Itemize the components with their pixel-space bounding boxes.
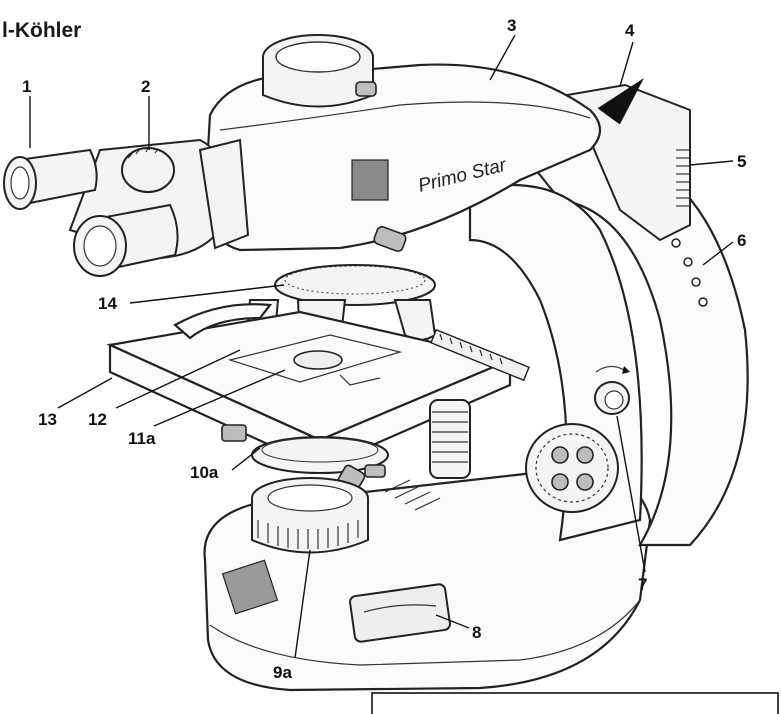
lamp-window [349, 583, 451, 643]
callout-10a: 10a [190, 463, 219, 482]
callout-9a: 9a [273, 663, 292, 682]
callout-11a: 11a [128, 429, 156, 448]
base-vents [384, 479, 441, 511]
field-diaphragm [251, 477, 369, 554]
callout-labels: 1 2 3 4 5 6 7 8 9a 10a 11a 12 13 14 [22, 16, 746, 682]
head-badge [351, 159, 389, 201]
slide-holder [227, 334, 403, 383]
stage-aperture [293, 350, 343, 370]
callout-5: 5 [737, 152, 746, 171]
callout-3: 3 [507, 16, 516, 35]
callout-2: 2 [141, 77, 150, 96]
diagram-heading: l-Köhler [2, 19, 81, 42]
diopter-ring [121, 147, 175, 193]
brightness-control-knob [594, 365, 630, 415]
caption-box [371, 692, 779, 714]
callout-7: 7 [638, 575, 647, 594]
callout-8: 8 [472, 623, 481, 642]
leader-lines [29, 34, 734, 659]
pointer-arrow [598, 78, 644, 124]
stage-scale [430, 328, 530, 382]
focus-knob [525, 423, 619, 513]
callout-13: 13 [38, 410, 57, 429]
callout-12: 12 [88, 410, 107, 429]
microscope-illustration: Primo Star [3, 34, 749, 692]
callout-1: 1 [22, 77, 31, 96]
stage-drive-knob [429, 399, 471, 479]
callout-14: 14 [98, 294, 117, 313]
base-label-plate [221, 559, 279, 615]
nosepiece-ring [274, 264, 436, 306]
callout-4: 4 [625, 21, 635, 40]
callout-6: 6 [737, 231, 746, 250]
